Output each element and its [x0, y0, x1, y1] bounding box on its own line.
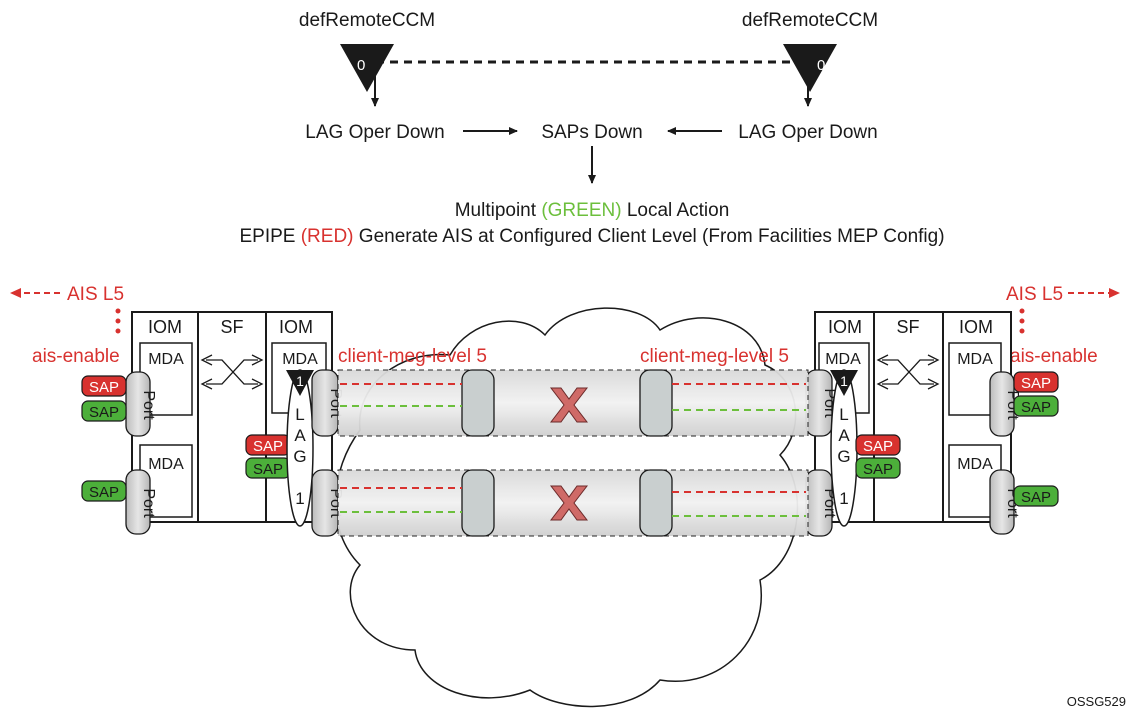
left-lag-a: A	[294, 426, 306, 445]
action-line-2-b: (RED)	[301, 226, 354, 247]
left-lag-1: 1	[295, 489, 304, 508]
left-lag-sap-green-label: SAP	[253, 461, 283, 478]
right-lag-1: 1	[839, 489, 848, 508]
left-sap-green-b-label: SAP	[89, 484, 119, 501]
left-sap-green-b	[81, 480, 127, 502]
right-mda-top-label: MDA	[957, 351, 993, 368]
action-line-1-c: Local Action	[627, 200, 729, 221]
left-port-b	[125, 469, 151, 535]
left-sap-green-a-label: SAP	[89, 404, 119, 421]
left-mda-top-label: MDA	[148, 351, 184, 368]
left-iom-b: IOM	[279, 317, 313, 337]
left-ais-dot-3	[115, 328, 121, 334]
tunnel-bottom-connector-left	[461, 469, 495, 537]
right-lag-mep-icon	[830, 370, 858, 396]
left-ais-dot-1	[115, 308, 121, 314]
mep-right-icon	[783, 44, 837, 92]
right-lag-sap-green	[855, 457, 901, 479]
saps-down: SAPs Down	[541, 122, 642, 143]
right-lag-mep-level: 1	[840, 373, 848, 389]
right-ais-dot-1	[1019, 308, 1025, 314]
left-port-a-label: Port	[140, 390, 157, 420]
action-line-1-a: Multipoint	[455, 200, 537, 221]
tunnel-bottom-connector-right	[639, 469, 673, 537]
right-lag-l: L	[839, 405, 848, 424]
left-iom-a: IOM	[148, 317, 182, 337]
right-sap-red-a	[1013, 371, 1059, 393]
right-lag-g: G	[837, 447, 850, 466]
right-lag-sap-red-label: SAP	[863, 438, 893, 455]
right-sap-green-a	[1013, 395, 1059, 417]
mep-left-level: 0	[357, 57, 365, 74]
left-ais-dot-2	[115, 318, 121, 324]
right-ais-dot-2	[1019, 318, 1025, 324]
mep-left-label: defRemoteCCM	[299, 10, 435, 31]
left-ais-label: AIS L5	[67, 284, 124, 305]
left-port-a	[125, 371, 151, 437]
right-sap-green-a-label: SAP	[1021, 399, 1051, 416]
tunnel-bottom-fault-icon	[549, 485, 589, 521]
left-mda-bottom-label: MDA	[148, 456, 184, 473]
tunnel-top	[337, 369, 809, 437]
right-node: AIS L5 ais-enable IOM SF IOM MDA MDA MDA…	[640, 284, 1120, 537]
action-line-2-c: Generate AIS at Configured Client Level …	[359, 226, 945, 247]
action-line-2-a: EPIPE	[239, 226, 295, 247]
tunnel-top-connector-right	[639, 369, 673, 437]
right-sap-red-a-label: SAP	[1021, 375, 1051, 392]
left-ais-enable: ais-enable	[32, 346, 120, 367]
right-mda-lag-label: MDA	[825, 351, 861, 368]
figure-id: OSSG529	[1067, 694, 1126, 709]
left-switch-fabric-icon	[200, 354, 264, 390]
left-lag-l: L	[295, 405, 304, 424]
action-line-1: Multipoint (GREEN) Local Action	[455, 200, 730, 221]
tunnel-bottom	[337, 469, 809, 537]
left-lag-sap-red-label: SAP	[253, 438, 283, 455]
lag-oper-down-left: LAG Oper Down	[305, 122, 444, 143]
right-ais-dot-3	[1019, 328, 1025, 334]
left-port-b-label: Port	[140, 488, 157, 518]
right-lag-sap-red	[855, 434, 901, 456]
left-lag-g: G	[293, 447, 306, 466]
mep-right-label: defRemoteCCM	[742, 10, 878, 31]
left-sap-red-a	[81, 375, 127, 397]
right-sap-green-b-label: SAP	[1021, 489, 1051, 506]
mep-right-level: 0	[817, 57, 825, 74]
left-sap-red-a-label: SAP	[89, 379, 119, 396]
right-lag-sap-green-label: SAP	[863, 461, 893, 478]
right-iom-a: IOM	[828, 317, 862, 337]
right-sap-green-b	[1013, 485, 1059, 507]
left-sf: SF	[220, 317, 243, 337]
left-lag-mep-icon	[286, 370, 314, 396]
tunnel-top-connector-left	[461, 369, 495, 437]
left-lag-mep-level: 1	[296, 373, 304, 389]
lag-oper-down-right: LAG Oper Down	[738, 122, 877, 143]
right-switch-fabric-icon	[876, 354, 940, 390]
right-iom-b: IOM	[959, 317, 993, 337]
action-line-2: EPIPE (RED) Generate AIS at Configured C…	[239, 226, 944, 247]
right-meg-level: client-meg-level 5	[640, 346, 789, 367]
left-meg-level: client-meg-level 5	[338, 346, 487, 367]
action-line-1-b: (GREEN)	[541, 200, 621, 221]
right-sf: SF	[896, 317, 919, 337]
mep-left-icon	[340, 44, 394, 92]
right-ais-enable: ais-enable	[1010, 346, 1098, 367]
right-ais-label: AIS L5	[1006, 284, 1063, 305]
right-mda-bottom-label: MDA	[957, 456, 993, 473]
tunnel-top-fault-icon	[549, 387, 589, 423]
left-sap-green-a	[81, 400, 127, 422]
right-lag-a: A	[838, 426, 850, 445]
left-mda-lag-label: MDA	[282, 351, 318, 368]
